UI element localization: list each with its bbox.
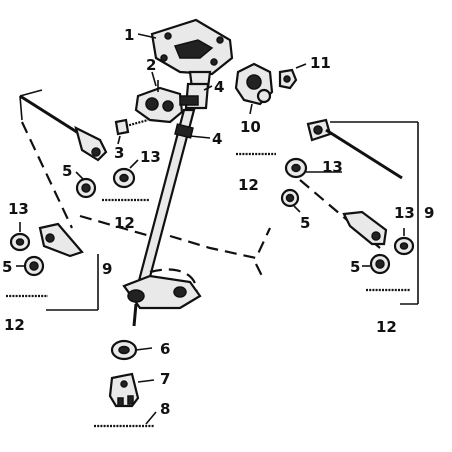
leader-1 — [137, 33, 157, 39]
part-9-left-lower-tie-rod-end — [38, 222, 84, 258]
part-2-clamp-bracket — [134, 80, 184, 124]
leader-8 — [145, 411, 157, 425]
callout-10: 10 — [240, 118, 261, 136]
leader-6 — [135, 347, 153, 351]
bracket-9-left-top — [19, 89, 43, 97]
part-5-nut-right-upper — [280, 188, 300, 208]
part-9-right-lower-tie-rod-end — [342, 210, 388, 246]
leader-13a — [129, 159, 139, 169]
dash-link-left — [21, 121, 151, 238]
part-5-nut-right-lower — [369, 253, 391, 275]
part-10-steering-stop — [234, 62, 274, 106]
callout-7: 7 — [160, 370, 170, 388]
callout-13a: 13 — [140, 148, 161, 166]
part-6-washer — [110, 339, 138, 361]
part-13-washer-left-upper — [112, 167, 136, 189]
callout-5c: 5 — [300, 214, 310, 232]
part-5-nut-left-lower — [23, 255, 45, 277]
leader-3 — [117, 135, 121, 145]
part-1-handlebar-clamp — [150, 18, 234, 90]
leader-2 — [151, 71, 157, 87]
part-4-bottom-plate — [122, 274, 202, 327]
part-11-nut — [278, 68, 298, 90]
callout-9a: 9 — [102, 260, 112, 278]
part-9-right-tie-rod — [306, 118, 403, 180]
callout-1: 1 — [124, 26, 134, 44]
part-13-washer-left-lower — [9, 232, 31, 252]
callout-5b: 5 — [2, 258, 12, 276]
part-13-washer-right-upper — [284, 157, 308, 179]
callout-13b: 13 — [8, 200, 29, 218]
part-7-castle-nut — [108, 372, 140, 408]
part-5-nut-left-upper — [75, 177, 97, 199]
dash-link-center — [169, 227, 271, 260]
callout-3: 3 — [114, 144, 124, 162]
callout-12d: 12 — [376, 318, 397, 336]
callout-13d: 13 — [394, 204, 415, 222]
callout-12b: 12 — [4, 316, 25, 334]
bracket-9-left-side — [19, 95, 23, 121]
callout-2: 2 — [146, 56, 156, 74]
callout-5a: 5 — [62, 162, 72, 180]
leader-5a — [75, 171, 85, 181]
callout-4b: 4 — [212, 130, 222, 148]
callout-5d: 5 — [350, 258, 360, 276]
callout-13c: 13 — [322, 158, 343, 176]
leader-11 — [295, 63, 307, 69]
callout-6: 6 — [160, 340, 170, 358]
part-3-bolt — [114, 118, 149, 136]
leader-5c — [293, 205, 301, 213]
callout-9b: 9 — [424, 204, 434, 222]
part-4-steering-column — [134, 82, 210, 294]
part-9-left-tie-rod — [19, 94, 108, 162]
leader-7 — [137, 379, 155, 383]
leader-10 — [249, 103, 253, 115]
callout-4a: 4 — [214, 78, 224, 96]
callout-8: 8 — [160, 400, 170, 418]
leader-4a — [203, 85, 213, 91]
callout-11: 11 — [310, 54, 331, 72]
part-13-washer-right-lower — [393, 236, 415, 256]
leader-4b — [189, 135, 211, 139]
callout-12c: 12 — [238, 176, 259, 194]
